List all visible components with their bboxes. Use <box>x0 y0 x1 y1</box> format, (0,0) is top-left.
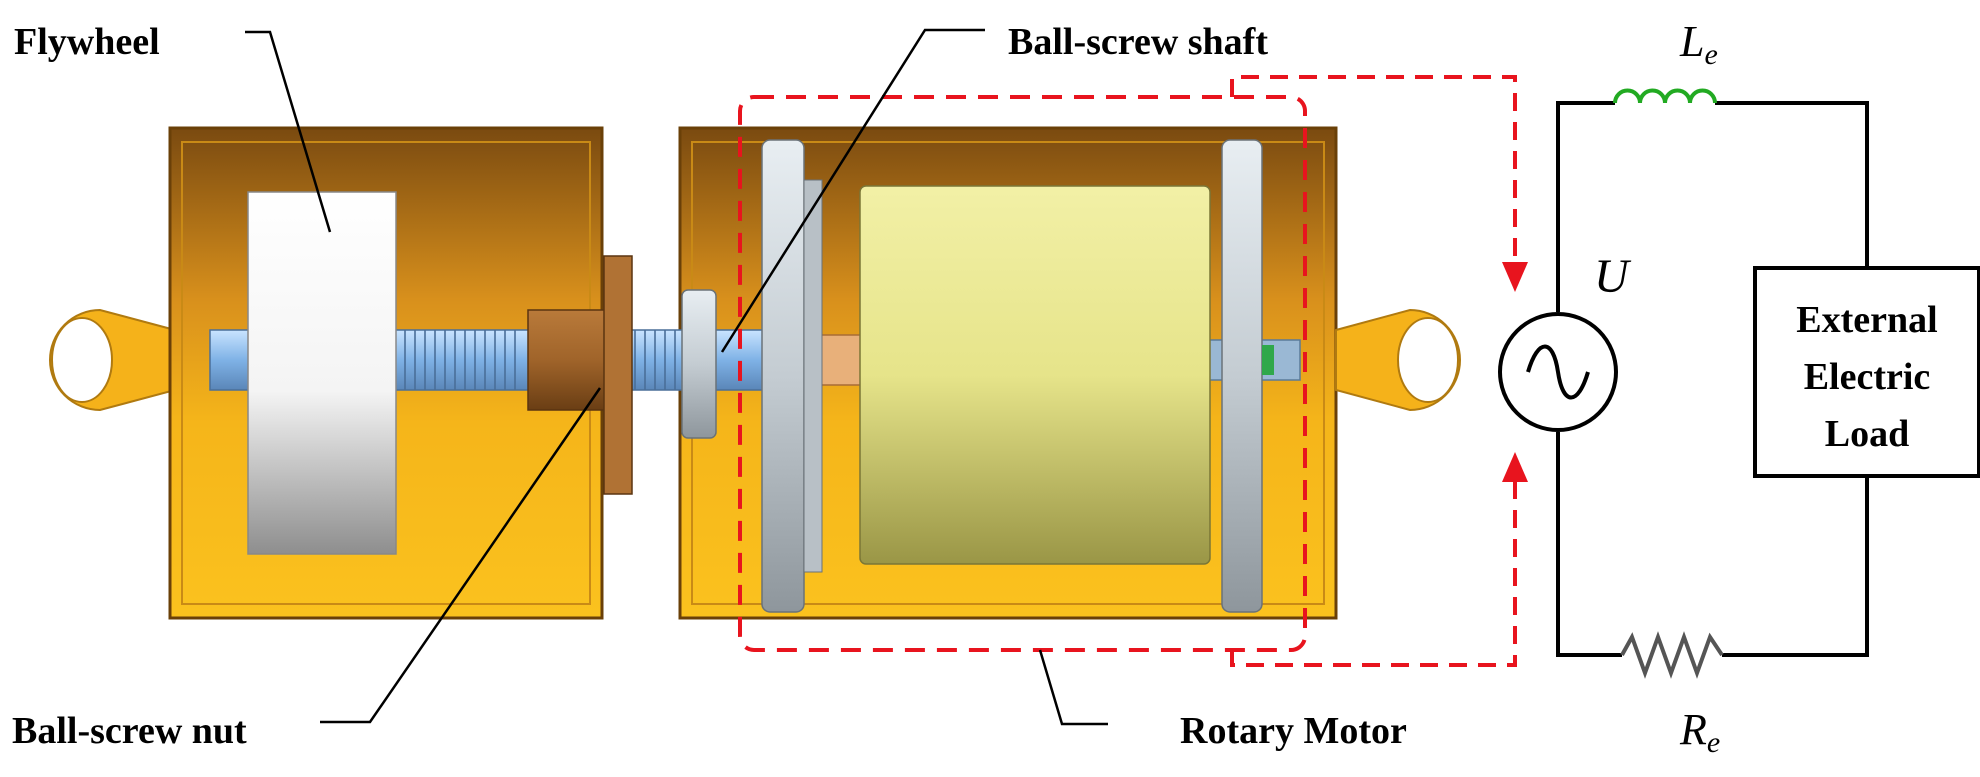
inductor-icon <box>1613 88 1717 104</box>
circuit <box>1556 101 1869 657</box>
ac-source-icon <box>1498 312 1618 432</box>
motor-end-disc-right <box>1221 139 1274 613</box>
right-eyelet <box>1335 308 1461 412</box>
rotary-motor-boundary <box>738 95 1307 652</box>
load-label-line-2: Electric <box>1804 356 1931 398</box>
flywheel-leader <box>245 30 332 233</box>
motor-to-source-top <box>1230 75 1517 280</box>
ball-screw-nut-leader <box>320 387 602 724</box>
resistor-icon <box>1620 631 1724 679</box>
inductor-label: Le <box>1679 17 1718 71</box>
left-eyelet <box>49 308 176 412</box>
flywheel-graphic <box>247 191 397 555</box>
motor-to-source-bottom <box>1230 464 1517 667</box>
external-load-box <box>1753 266 1980 478</box>
motor-end-disc-left <box>761 139 823 613</box>
load-label-line-3: Load <box>1825 413 1909 455</box>
arrow-up-icon <box>1502 452 1528 482</box>
ball-screw-nut-label: Ball-screw nut <box>12 710 247 752</box>
rotary-motor-label: Rotary Motor <box>1180 710 1407 752</box>
ball-screw-shaft-label: Ball-screw shaft <box>1008 21 1268 63</box>
source-label: U <box>1594 250 1632 303</box>
motor-rotor <box>859 185 1211 565</box>
ball-screw-shaft-leader <box>720 28 985 353</box>
load-label-line-1: External <box>1796 299 1937 341</box>
rotary-motor-leader <box>1038 649 1108 726</box>
bearing-ring <box>681 289 717 439</box>
arrow-down-icon <box>1502 262 1528 292</box>
resistor-label: Re <box>1679 705 1720 759</box>
flywheel-label: Flywheel <box>14 21 160 63</box>
